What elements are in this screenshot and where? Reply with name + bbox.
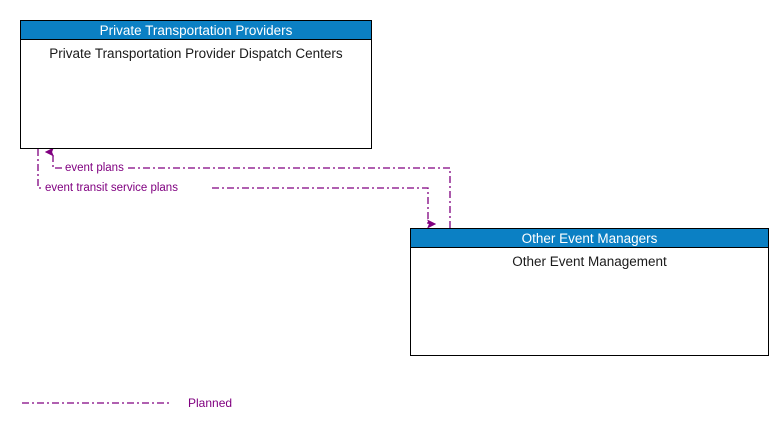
flow-connector-event-plans <box>44 147 451 228</box>
entity-box-other-event-managers[interactable]: Other Event Managers Other Event Managem… <box>410 228 769 356</box>
flow-label-event-plans[interactable]: event plans <box>64 162 125 174</box>
entity-box-private-transportation-providers[interactable]: Private Transportation Providers Private… <box>20 20 372 149</box>
entity-body-other-event-managers: Other Event Management <box>512 254 667 269</box>
flow-label-event-transit-service-plans[interactable]: event transit service plans <box>44 182 179 194</box>
flow-arrow-event-transit-service-plans <box>212 187 437 229</box>
legend: Planned <box>20 394 280 414</box>
flow-line-event-plans <box>122 167 451 228</box>
entity-header-private-transportation-providers: Private Transportation Providers <box>21 21 371 40</box>
legend-label-planned: Planned <box>188 396 233 410</box>
flow-arrow-event-plans <box>44 147 122 169</box>
entity-header-other-event-managers: Other Event Managers <box>411 229 768 248</box>
flow-connector-event-transit-service-plans <box>37 149 437 229</box>
entity-body-private-transportation-providers: Private Transportation Provider Dispatch… <box>49 46 343 61</box>
